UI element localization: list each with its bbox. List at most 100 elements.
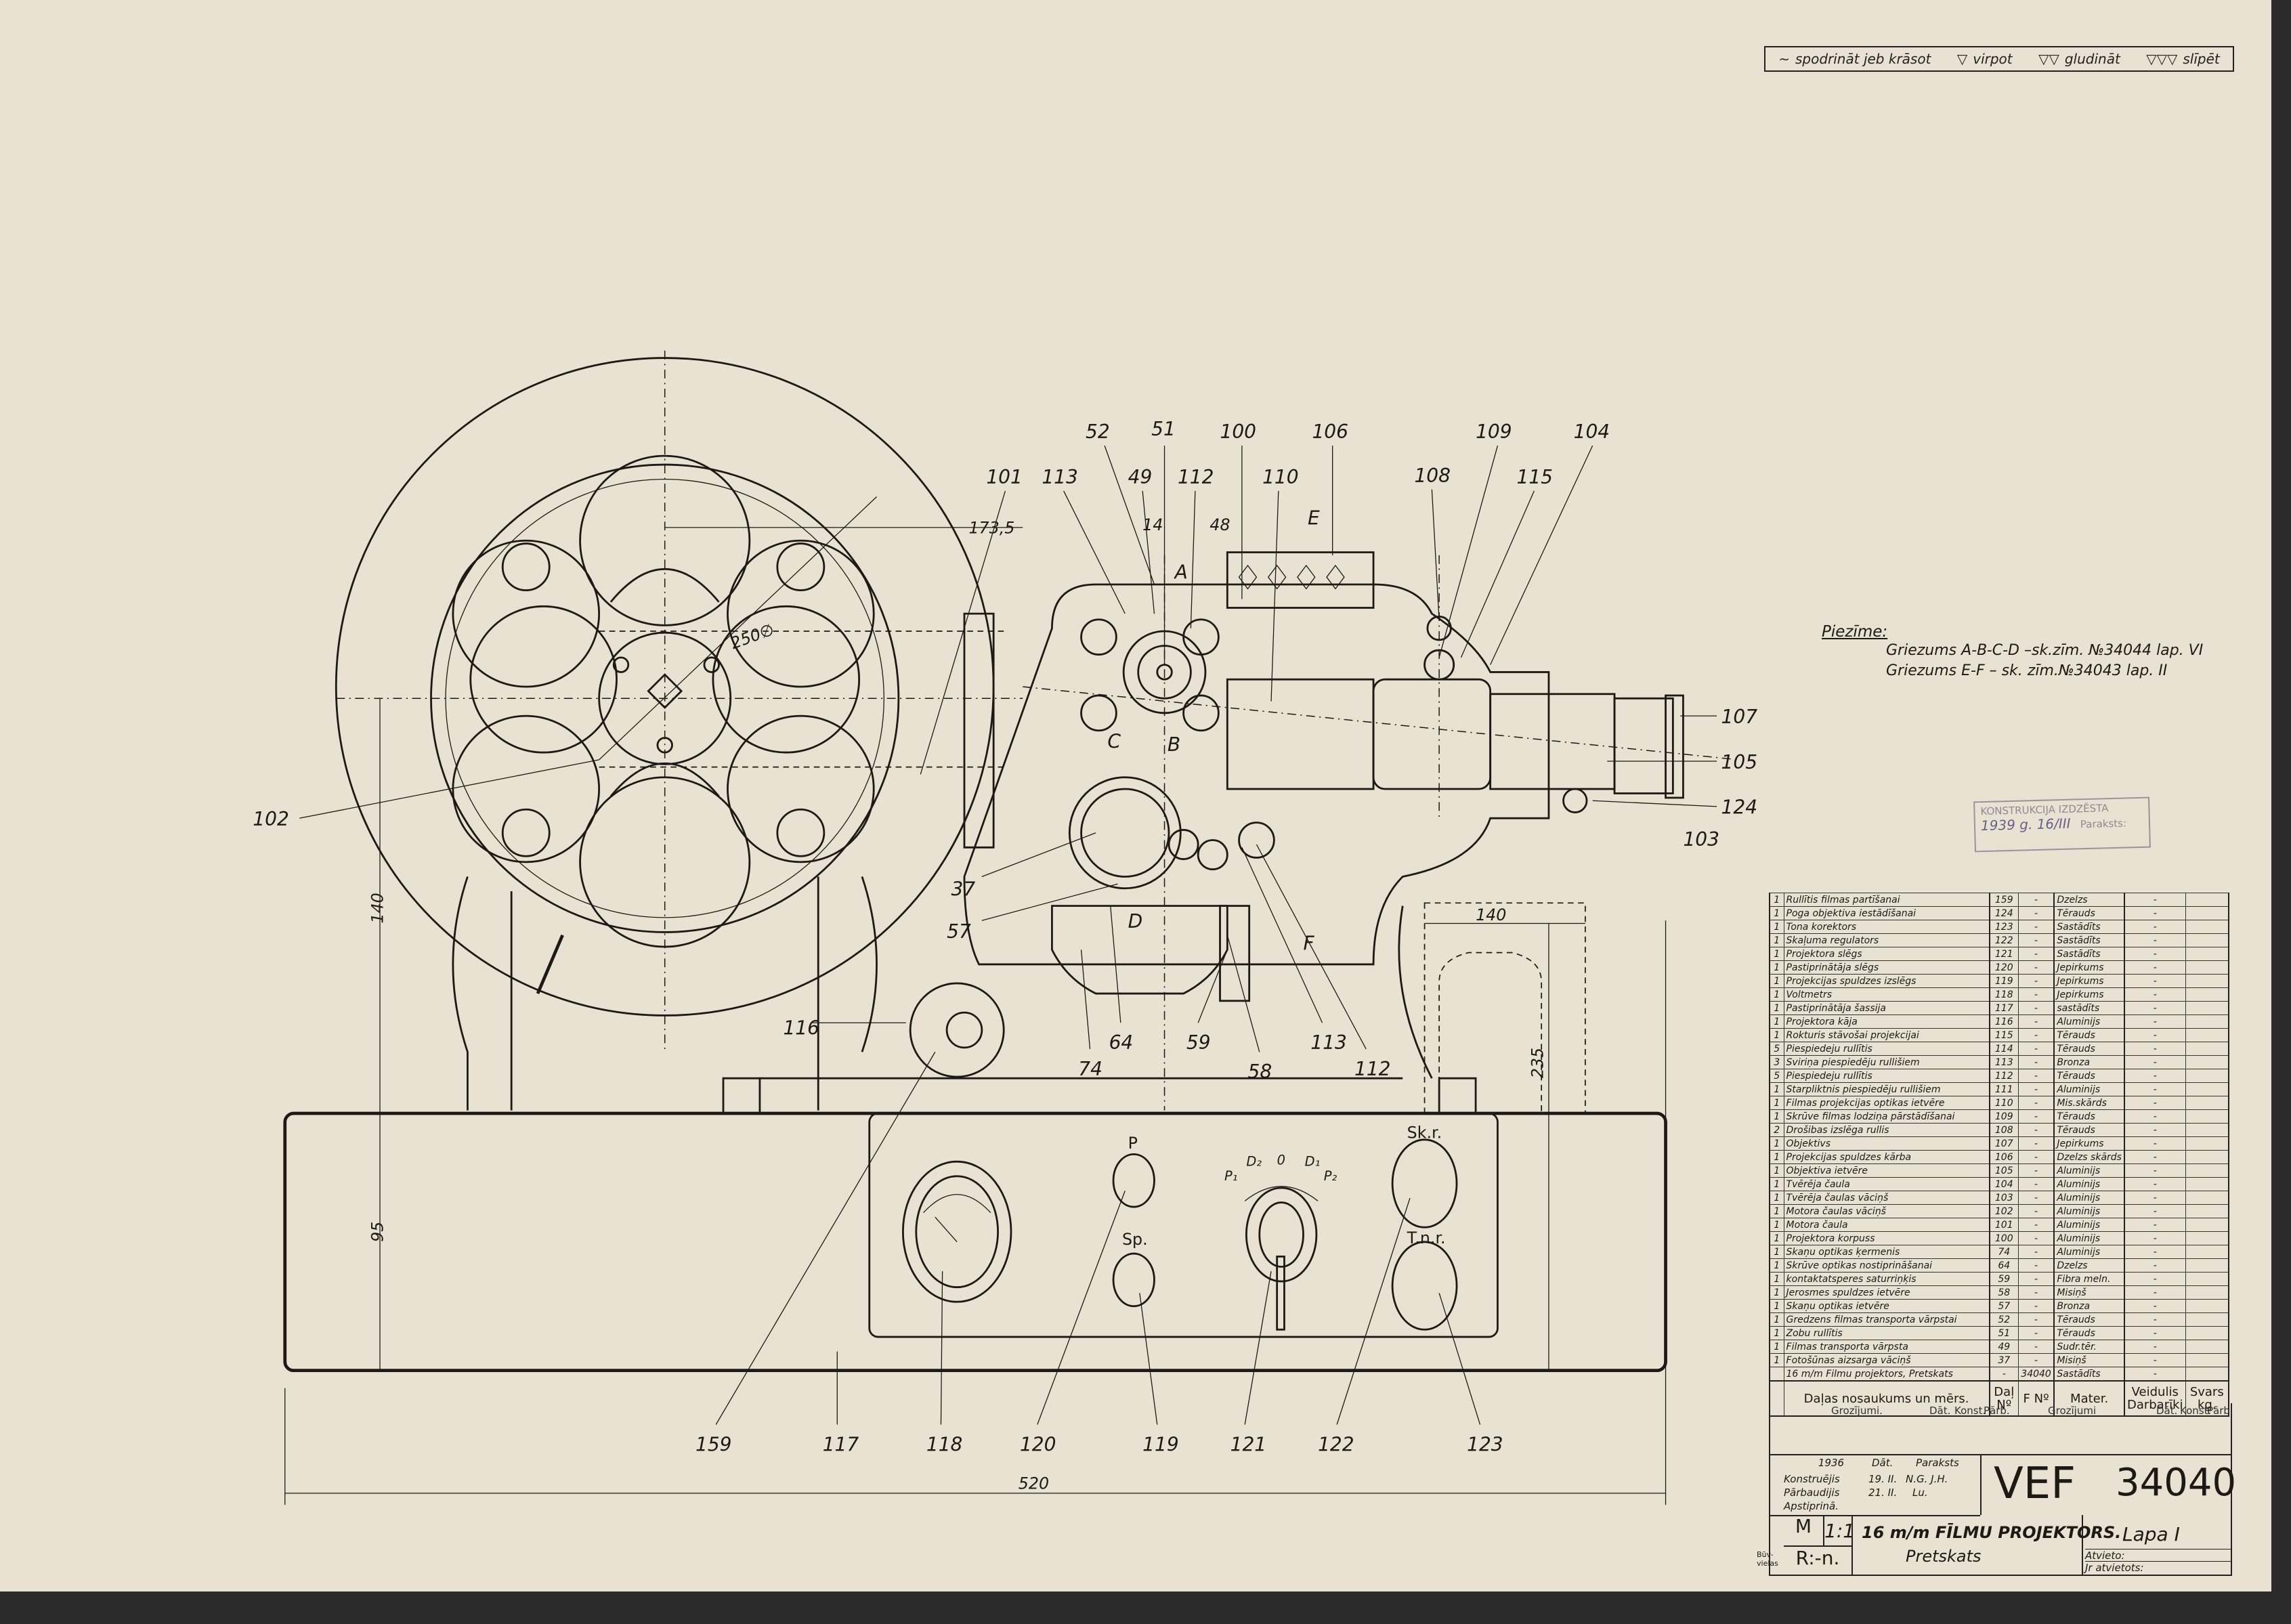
parts-cell	[2185, 1150, 2229, 1164]
parts-cell: Drošibas izslēga rullis	[1783, 1123, 1990, 1137]
parts-cell: Tērauds	[2053, 906, 2125, 920]
parts-header-cell: Mater.	[2053, 1380, 2125, 1417]
note-title: Piezīme:	[1822, 623, 1888, 641]
stamp-sign-label: Paraksts:	[2080, 817, 2127, 831]
parts-cell: -	[2123, 1353, 2186, 1367]
parts-cell: -	[2123, 987, 2186, 1002]
parts-cell: 100	[1988, 1231, 2019, 1245]
film-reel	[335, 350, 1023, 1111]
parts-cell: Aluminijs	[2053, 1218, 2125, 1232]
parts-cell: 1	[1768, 1150, 1784, 1164]
parts-cell: 1	[1768, 1082, 1784, 1096]
parts-cell: Voltmetrs	[1783, 987, 1990, 1002]
parts-cell: Aluminijs	[2053, 1177, 2125, 1191]
parts-cell: 1	[1768, 1096, 1784, 1110]
parts-cell: 1	[1768, 1177, 1784, 1191]
parts-cell: -	[2123, 1245, 2186, 1259]
parts-cell	[2185, 933, 2229, 947]
parts-cell: -	[2123, 1082, 2186, 1096]
parts-cell: -	[2123, 920, 2186, 934]
parts-cell: -	[2017, 1028, 2055, 1042]
parts-cell: -	[2017, 1258, 2055, 1273]
parts-cell: -	[2017, 1136, 2055, 1151]
parts-cell: 1	[1768, 974, 1784, 988]
parts-cell: 64	[1988, 1258, 2019, 1273]
parts-cell: 1	[1768, 1001, 1784, 1015]
parts-cell: 1	[1768, 933, 1784, 947]
parts-row: 16 m/m Filmu projektors, Pretskats-34040…	[1768, 1367, 2229, 1382]
dim-250-diameter: 250∅	[728, 620, 777, 653]
parts-cell: Piespiedeju rullītis	[1783, 1042, 1990, 1056]
callout-124: 124	[1721, 796, 1758, 819]
parts-cell: -	[2017, 1055, 2055, 1069]
parts-cell: 5	[1768, 1069, 1784, 1083]
parts-cell: Jepirkums	[2053, 960, 2125, 975]
callout-59: 59	[1186, 1031, 1211, 1054]
parts-cell: -	[2017, 1231, 2055, 1245]
parts-cell: 1	[1768, 1258, 1784, 1273]
parts-cell	[2185, 1204, 2229, 1218]
parts-cell: Gredzens filmas transporta vārpstai	[1783, 1312, 1990, 1327]
parts-cell: -	[2123, 1204, 2186, 1218]
parts-cell: 2	[1768, 1123, 1784, 1137]
parts-cell	[2185, 1163, 2229, 1178]
parts-cell: 49	[1988, 1340, 2019, 1354]
callout-112b: 112	[1354, 1058, 1391, 1080]
parts-cell: kontaktatsperes saturriņķis	[1783, 1272, 1990, 1286]
parts-cell: 159	[1988, 893, 2019, 907]
parts-header-cell: Svars kg.	[2185, 1380, 2229, 1417]
parts-cell: -	[2017, 933, 2055, 947]
legend-label: gludināt	[2064, 51, 2120, 67]
tb-checker-date: 21. II.	[1868, 1487, 1898, 1499]
parts-cell: 124	[1988, 906, 2019, 920]
parts-cell: -	[2123, 1096, 2186, 1110]
parts-cell: -	[2123, 1191, 2186, 1205]
cancellation-stamp: KONSTRUKCIJA IZDZĒSTA 1939 g. 16/III Par…	[1973, 796, 2151, 853]
surface-finish-legend: ∼spodrināt jeb krāsot ▽virpot ▽▽gludināt…	[1764, 46, 2234, 72]
parts-cell: -	[2017, 960, 2055, 975]
changes-header: Grozījumi	[2048, 1405, 2097, 1417]
parts-cell: -	[2123, 947, 2186, 961]
parts-cell: -	[2017, 1042, 2055, 1056]
parts-cell: Sviriņa piespiedēju rullišiem	[1783, 1055, 1990, 1069]
parts-cell: -	[2123, 1136, 2186, 1151]
parts-cell: Jepirkums	[2053, 987, 2125, 1002]
parts-cell: Objektiva ietvēre	[1783, 1163, 1990, 1178]
parts-cell: -	[2123, 1055, 2186, 1069]
parts-cell: Tērauds	[2053, 1028, 2125, 1042]
tb-scale: 1:1	[1824, 1520, 1856, 1542]
parts-cell: 1	[1768, 1299, 1784, 1313]
parts-cell	[2185, 960, 2229, 975]
callout-101: 101	[986, 466, 1023, 488]
parts-cell: -	[2123, 1109, 2186, 1124]
callout-103: 103	[1683, 828, 1719, 851]
surface-three-triangles-icon: ▽▽▽	[2146, 51, 2178, 67]
parts-cell: Bronza	[2053, 1055, 2125, 1069]
parts-cell: -	[2123, 1150, 2186, 1164]
parts-cell: -	[2017, 974, 2055, 988]
parts-cell: 57	[1988, 1299, 2019, 1313]
tb-designer-date: 19. II.	[1868, 1473, 1898, 1485]
parts-cell: 52	[1988, 1312, 2019, 1327]
parts-cell: Sastādīts	[2053, 933, 2125, 947]
parts-cell: Sudr.tēr.	[2053, 1340, 2125, 1354]
changes-header: Konst.	[1954, 1405, 1986, 1417]
parts-cell: 51	[1988, 1326, 2019, 1340]
amplifier-chassis	[283, 902, 1667, 1373]
parts-cell	[2185, 1136, 2229, 1151]
parts-cell: Aluminijs	[2053, 1245, 2125, 1259]
parts-cell: 121	[1988, 947, 2019, 961]
parts-cell: Rokturis stāvošai projekcijai	[1783, 1028, 1990, 1042]
parts-cell: 1	[1768, 893, 1784, 907]
parts-cell: Aluminijs	[2053, 1204, 2125, 1218]
parts-cell: -	[2123, 1069, 2186, 1083]
parts-cell: 1	[1768, 1163, 1784, 1178]
parts-cell: 1	[1768, 987, 1784, 1002]
section-f: F	[1304, 932, 1315, 954]
parts-cell: Filmas transporta vārpsta	[1783, 1340, 1990, 1354]
